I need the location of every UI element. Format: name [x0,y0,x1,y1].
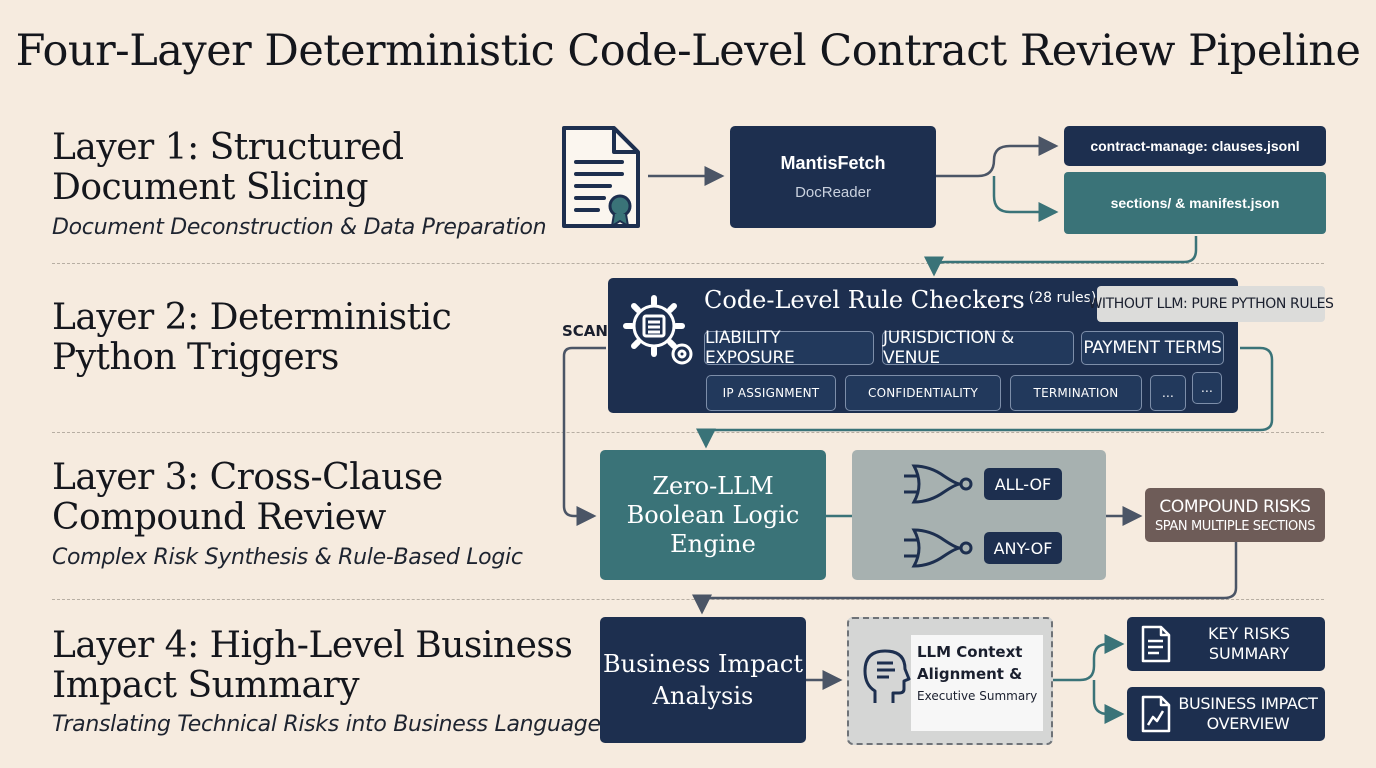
brain-head-icon [861,647,911,705]
diagram-title: Four-Layer Deterministic Code-Level Cont… [15,26,1361,76]
document-list-icon [1141,625,1171,663]
llm-summary-text: LLM Context Alignment & Executive Summar… [911,635,1043,731]
layer1-heading: Layer 1: Structured Document Slicing [52,127,404,208]
document-certificate-icon [560,126,646,230]
layer-divider [52,599,1324,600]
output-clauses-box: contract-manage: clauses.jsonl [1064,126,1326,166]
key-risks-summary-box: KEY RISKS SUMMARY [1127,617,1325,671]
llm-summary-box: LLM Context Alignment & Executive Summar… [847,617,1053,745]
rule-payment-terms: PAYMENT TERMS [1081,331,1224,365]
output-sections-box: sections/ & manifest.json [1064,172,1326,234]
boolean-engine-box: Zero-LLM Boolean Logic Engine [600,450,826,580]
checker-title: Code-Level Rule Checkers(28 rules) [704,286,1097,314]
rule-more: ... [1192,372,1222,404]
layer4-heading: Layer 4: High-Level Business Impact Summ… [52,625,573,706]
rule-jurisdiction-venue: JURISDICTION & VENUE [882,328,1074,368]
logic-gate-icon [900,526,980,570]
layer3-subtitle: Complex Risk Synthesis & Rule-Based Logi… [52,545,523,570]
layer3-heading: Layer 3: Cross-Clause Compound Review [52,457,443,538]
layer-divider [52,432,1324,433]
rule-ip-assignment: IP ASSIGNMENT [706,375,836,411]
layer-divider [52,263,1324,264]
rule-confidentiality: CONFIDENTIALITY [845,375,1001,411]
business-impact-analysis-box: Business Impact Analysis [600,617,806,743]
gate-all-of: ALL-OF [984,468,1062,500]
compound-risks-box: COMPOUND RISKS SPAN MULTIPLE SECTIONS [1145,488,1325,542]
document-chart-icon [1141,695,1171,733]
logic-gates-panel [852,450,1106,580]
gate-any-of: ANY-OF [984,532,1062,564]
layer2-heading: Layer 2: Deterministic Python Triggers [52,297,452,378]
checker-count: (28 rules) [1028,290,1097,306]
without-llm-badge: WITHOUT LLM: PURE PYTHON RULES [1088,286,1334,322]
reader-box: MantisFetch DocReader [730,126,936,228]
gear-list-icon [620,292,696,370]
reader-subtitle: DocReader [795,184,871,201]
layer4-subtitle: Translating Technical Risks into Busines… [52,712,601,737]
reader-title: MantisFetch [780,153,886,173]
rule-liability-exposure: LIABILITY EXPOSURE [704,328,874,368]
business-impact-overview-box: BUSINESS IMPACT OVERVIEW [1127,687,1325,741]
rule-termination: TERMINATION [1010,375,1142,411]
scan-label: SCAN [562,322,608,340]
layer1-subtitle: Document Deconstruction & Data Preparati… [52,215,547,240]
logic-gate-icon [900,462,980,506]
rule-more: ... [1150,375,1186,411]
